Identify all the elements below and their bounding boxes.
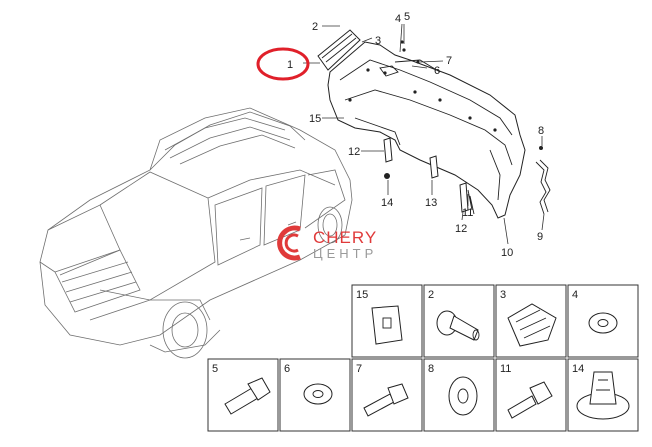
grid-cell-14: 14 <box>567 358 639 432</box>
callout-5: 5 <box>404 11 410 23</box>
callout-15: 15 <box>309 113 321 125</box>
highlight-circle <box>256 47 310 81</box>
callout-13: 13 <box>425 197 437 209</box>
callout-labels: 2 3 4 5 6 7 1 15 12 14 13 12 11 10 8 9 <box>287 11 544 259</box>
rear-bumper-assembly <box>317 29 526 219</box>
vehicle-illustration <box>39 107 353 359</box>
callout-6: 6 <box>434 65 440 77</box>
grid-cell-11: 11 <box>495 358 567 432</box>
callout-7: 7 <box>446 55 452 67</box>
svg-text:6: 6 <box>284 363 290 375</box>
logo-sub: ЦЕНТР <box>313 246 377 261</box>
grid-cell-15: 15 <box>351 284 423 358</box>
grid-cell-8: 8 <box>423 358 495 432</box>
callout-8: 8 <box>538 125 544 137</box>
clip-12-left <box>383 137 393 163</box>
callout-14: 14 <box>381 197 393 209</box>
chery-centr-logo: CHERY ЦЕНТР <box>277 225 377 261</box>
reflector-9 <box>539 159 551 213</box>
screw-8 <box>539 146 543 150</box>
leader-lines <box>303 23 545 245</box>
parts-grid: 15 2 3 4 5 <box>207 284 639 432</box>
svg-text:4: 4 <box>572 289 578 301</box>
svg-text:2: 2 <box>428 289 434 301</box>
svg-text:8: 8 <box>428 363 434 375</box>
bracket-13 <box>429 155 439 179</box>
grid-cell-7: 7 <box>351 358 423 432</box>
grid-cell-2: 2 <box>423 284 495 358</box>
callout-1: 1 <box>287 59 293 71</box>
fastener-14 <box>384 173 390 179</box>
grid-cell-3: 3 <box>495 284 567 358</box>
callout-9: 9 <box>537 231 543 243</box>
svg-text:7: 7 <box>356 363 362 375</box>
callout-12-left: 12 <box>348 146 360 158</box>
grid-cell-6: 6 <box>279 358 351 432</box>
svg-text:5: 5 <box>212 363 218 375</box>
callout-3: 3 <box>375 35 381 47</box>
logo-brand: CHERY <box>313 228 377 247</box>
clip-12-right <box>459 182 469 213</box>
callout-11: 11 <box>462 207 473 219</box>
callout-4: 4 <box>395 13 401 25</box>
callout-12-right: 12 <box>455 223 467 235</box>
svg-text:14: 14 <box>572 363 584 375</box>
svg-text:3: 3 <box>500 289 506 301</box>
grid-cell-4: 4 <box>567 284 639 358</box>
callout-2: 2 <box>312 21 318 33</box>
grid-cell-5: 5 <box>207 358 279 432</box>
small-parts <box>383 40 551 215</box>
callout-10: 10 <box>501 247 513 259</box>
svg-text:15: 15 <box>356 289 368 301</box>
svg-text:11: 11 <box>500 363 511 375</box>
